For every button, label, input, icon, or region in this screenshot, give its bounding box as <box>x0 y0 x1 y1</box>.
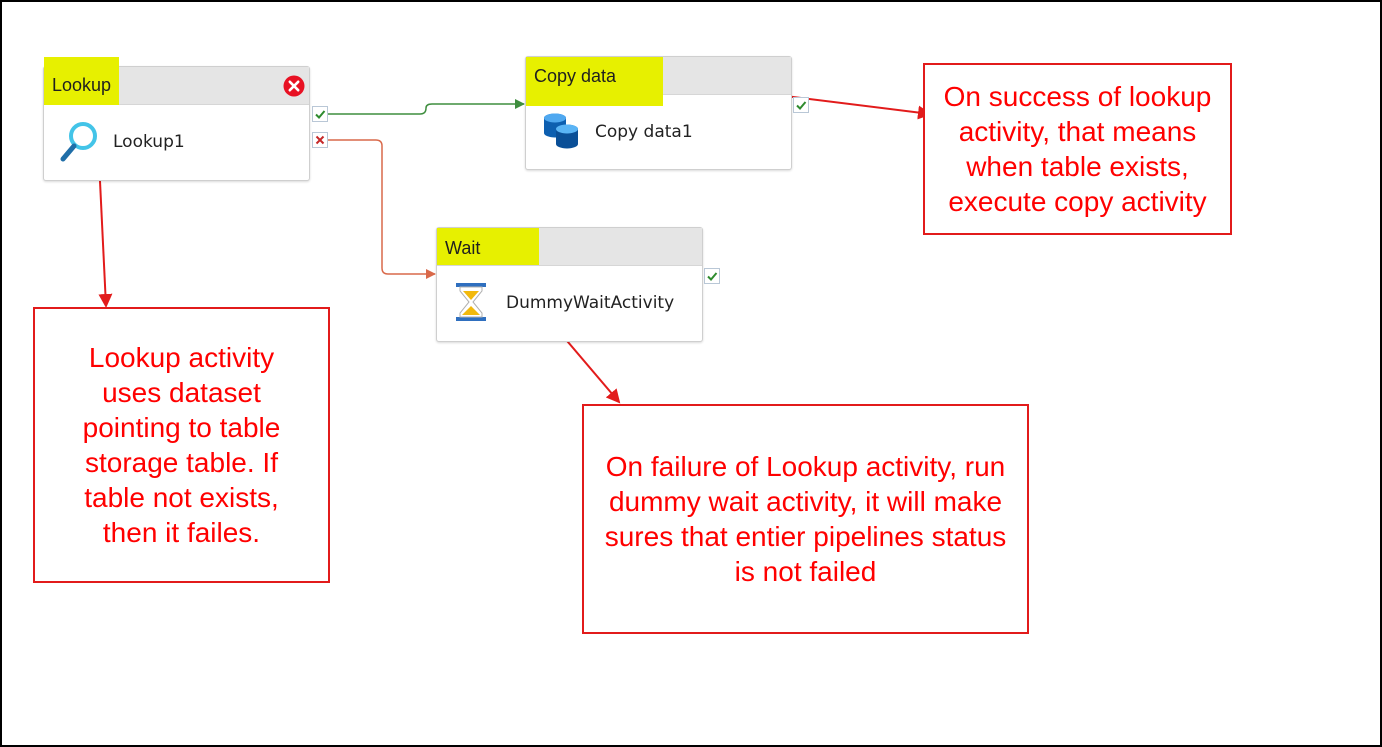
wait-success-output-icon[interactable] <box>704 268 720 284</box>
lookup-activity-body: Lookup1 <box>44 105 309 180</box>
hourglass-icon <box>454 282 488 322</box>
annotation-success-text: On success of lookup activity, that mean… <box>943 81 1212 217</box>
annotation-lookup-text: Lookup activity uses dataset pointing to… <box>82 342 281 548</box>
copy-data-activity-body: Copy data1 <box>526 95 791 169</box>
copy-data-success-output-icon[interactable] <box>793 97 809 113</box>
success-connector[interactable] <box>328 99 525 115</box>
lookup-activity-type-label: Lookup <box>44 57 120 105</box>
error-icon <box>283 75 305 97</box>
wait-activity-type-label: Wait <box>437 228 539 265</box>
copy-data-activity-name: Copy data1 <box>595 122 693 142</box>
failure-connector[interactable] <box>328 139 436 279</box>
lookup-activity-name: Lookup1 <box>113 132 185 152</box>
annotation-failure-text: On failure of Lookup activity, run dummy… <box>604 451 1007 587</box>
annotation-failure: On failure of Lookup activity, run dummy… <box>582 404 1029 634</box>
copy-data-activity[interactable]: Copy data Copy data1 <box>525 56 792 170</box>
wait-activity[interactable]: Wait DummyWaitActivity <box>436 227 703 342</box>
on-success-output-icon[interactable] <box>312 106 328 122</box>
copy-data-activity-type-label: Copy data <box>526 57 663 106</box>
lookup-activity-header: Lookup <box>44 57 309 105</box>
wait-activity-body: DummyWaitActivity <box>437 266 702 341</box>
annotation-lookup: Lookup activity uses dataset pointing to… <box>33 307 330 583</box>
search-icon <box>59 121 99 163</box>
wait-activity-header: Wait <box>437 228 702 266</box>
copy-data-activity-header: Copy data <box>526 57 791 106</box>
annotation-success: On success of lookup activity, that mean… <box>923 63 1232 235</box>
database-icon <box>542 111 580 151</box>
lookup-activity[interactable]: Lookup Lookup1 <box>43 57 310 181</box>
wait-activity-name: DummyWaitActivity <box>506 293 675 313</box>
on-failure-output-icon[interactable] <box>312 132 328 148</box>
